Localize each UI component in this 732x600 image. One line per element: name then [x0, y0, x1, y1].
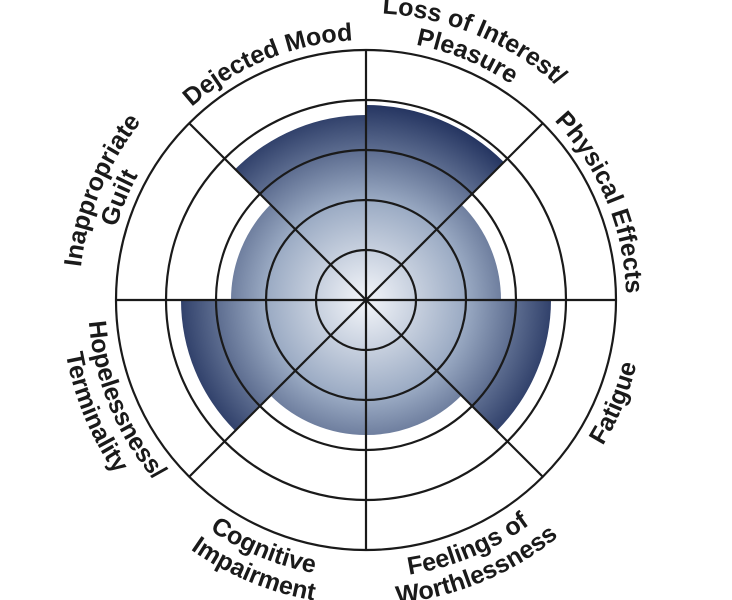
segment-fill-feelings-of-worthlessness	[366, 300, 462, 435]
segment-fill-physical-effects	[366, 204, 501, 300]
segment-fill-inappropriate-guilt	[231, 204, 366, 300]
divider-line-6	[188, 299, 367, 478]
segment-fills	[181, 105, 552, 435]
label-dejected-mood-line-1: Dejected Mood	[177, 18, 353, 111]
divider-line-8	[188, 122, 367, 301]
label-physical-effects-line-1: Physical Effects	[550, 106, 648, 294]
segment-fill-dejected-mood	[235, 115, 366, 300]
divider-line-2	[365, 122, 544, 301]
segment-dividers	[116, 50, 616, 550]
segment-fill-fatigue	[366, 300, 552, 431]
segment-fill-cognitive-impairment	[270, 300, 366, 435]
divider-line-4	[365, 299, 544, 478]
segment-fill-hopelessness-terminality	[181, 300, 366, 431]
